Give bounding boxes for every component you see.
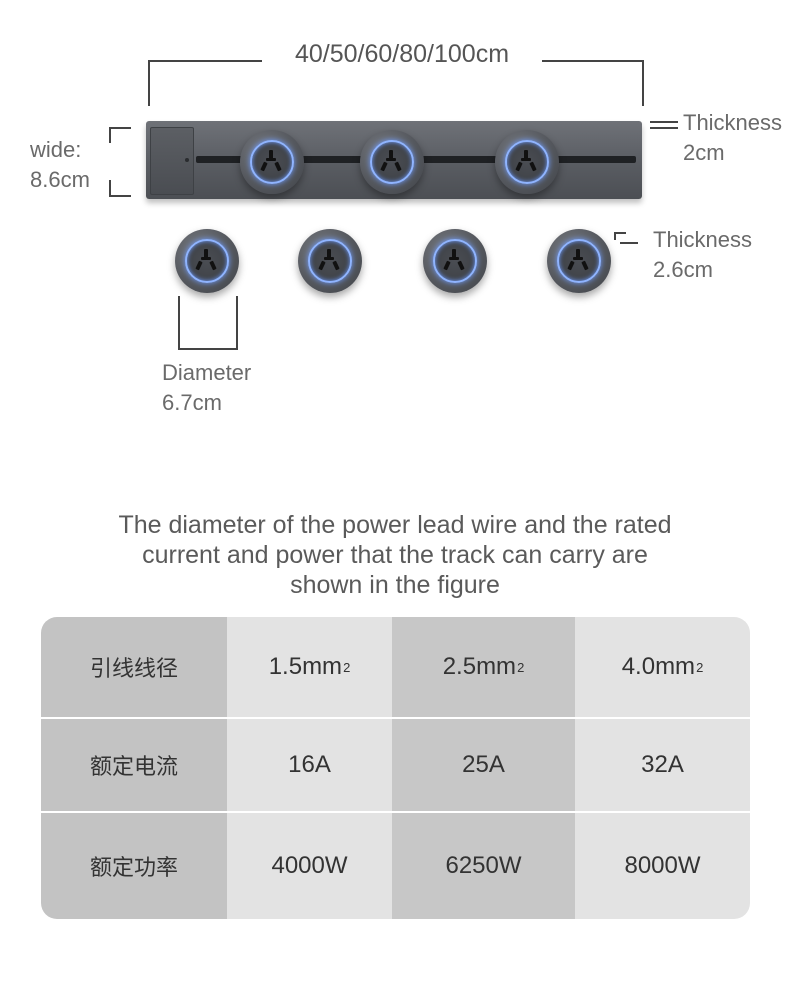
length-dimension-tick-left (148, 60, 150, 106)
wide-bracket-bottom (109, 195, 131, 197)
table-cell: 4000W (227, 813, 392, 919)
track-thickness-mark-2 (650, 127, 678, 129)
table-cell: 32A (575, 719, 750, 813)
track-socket-1 (240, 130, 304, 194)
track-thickness-mark-1 (650, 121, 678, 123)
socket-thickness-value: 2.6cm (653, 257, 713, 282)
track-thickness-label: Thickness (683, 110, 783, 135)
heading-line-1: The diameter of the power lead wire and … (118, 511, 672, 539)
row-header-wire-diameter: 引线线径 (41, 617, 227, 719)
table-cell: 8000W (575, 813, 750, 919)
table-cell: 25A (392, 719, 575, 813)
diameter-bracket-right (236, 296, 238, 350)
socket-ring (308, 239, 352, 283)
socket-ring (185, 239, 229, 283)
socket-1 (175, 229, 239, 293)
socket-thickness-mark-1 (614, 232, 616, 240)
row-header-rated-current: 额定电流 (41, 719, 227, 813)
track-socket-3 (495, 130, 559, 194)
row-header-rated-power: 额定功率 (41, 813, 227, 919)
socket-thickness-mark-2 (614, 232, 626, 234)
track-socket-2 (360, 130, 424, 194)
socket-2 (298, 229, 362, 293)
socket-ring (433, 239, 477, 283)
socket-thickness-label: Thickness (653, 227, 753, 252)
diameter-bracket-bottom (178, 348, 238, 350)
heading-line-2: current and power that the track can car… (142, 541, 648, 569)
wide-bracket-top-v (109, 127, 111, 143)
table-cell: 16A (227, 719, 392, 813)
table-cell: 6250W (392, 813, 575, 919)
heading-line-3: shown in the figure (290, 571, 500, 599)
socket-ring (370, 140, 414, 184)
diameter-label: Diameter (162, 360, 252, 385)
length-dimension-tick-right (642, 60, 644, 106)
wide-bracket-top (109, 127, 131, 129)
wide-value: 8.6cm (30, 167, 90, 192)
socket-ring (250, 140, 294, 184)
socket-3 (423, 229, 487, 293)
wide-bracket-bottom-v (109, 180, 111, 196)
wide-label: wide: (30, 137, 82, 162)
diameter-value: 6.7cm (162, 390, 222, 415)
spec-heading: The diameter of the power lead wire and … (40, 510, 750, 600)
length-label: 40/50/60/80/100cm (262, 40, 542, 69)
socket-4 (547, 229, 611, 293)
socket-ring (505, 140, 549, 184)
track-thickness-value: 2cm (683, 140, 725, 165)
socket-thickness-mark-3 (620, 242, 638, 244)
diameter-bracket-left (178, 296, 180, 350)
track-end-cap (150, 127, 194, 195)
socket-ring (557, 239, 601, 283)
